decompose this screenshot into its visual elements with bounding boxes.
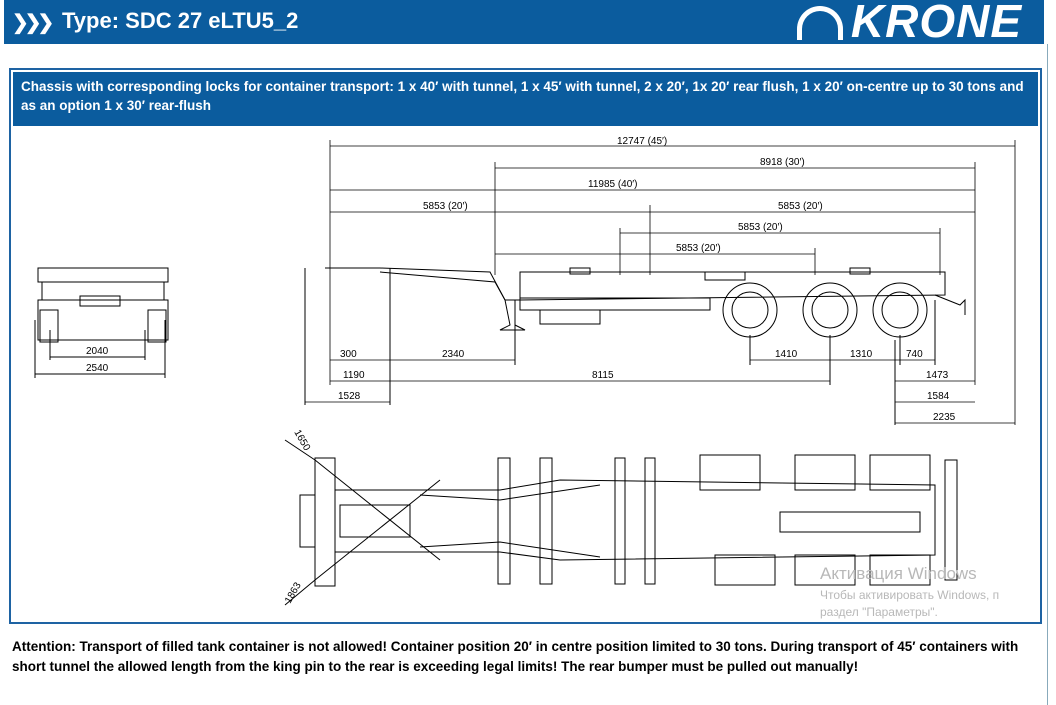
dim-8115: 8115 [592,370,614,381]
dim-12747: 12747 (45′) [617,136,667,147]
krone-logo: KRONE [796,0,1022,48]
attention-note: Attention: Transport of filled tank cont… [12,639,1019,674]
dim-1310: 1310 [850,349,873,360]
logo-mark-icon [796,5,843,40]
side-view-trailer [304,267,966,425]
dim-1650: 1650 [291,428,312,453]
dim-2540: 2540 [86,363,109,374]
dim-5853-d: 5853 (20′) [676,243,721,254]
dim-2235: 2235 [933,412,956,423]
dim-2340: 2340 [442,349,465,360]
header-bar: ❯❯❯ Type: SDC 27 eLTU5_2 KRONE [4,0,1044,47]
dim-1473: 1473 [926,370,949,381]
frame-edge [1047,44,1054,705]
dim-1190: 1190 [343,370,365,381]
dim-1863: 1863 [283,580,304,605]
logo-text: KRONE [850,0,1022,47]
windows-activation-text-2: раздел "Параметры". [820,605,938,619]
dim-1410: 1410 [775,349,798,360]
dim-2040: 2040 [86,346,109,357]
dim-1584: 1584 [927,391,950,402]
dim-5853-a: 5853 (20′) [423,201,468,212]
plan-view-chassis [284,439,958,606]
drawing-box [9,68,1042,624]
dim-740: 740 [906,349,923,360]
front-view-trailer [34,267,169,378]
windows-activation-text: Чтобы активировать Windows, п [820,588,1000,602]
dim-1528: 1528 [338,391,361,402]
dim-8918: 8918 (30′) [760,157,805,168]
page-title: Type: SDC 27 eLTU5_2 [62,8,299,33]
dim-11985: 11985 (40′) [588,179,638,190]
windows-activation-title: Активация Windows [820,564,977,583]
chevrons-icon: ❯❯❯ [12,12,54,34]
dim-300: 300 [340,349,357,360]
bottom-dimension-lines [305,275,1015,424]
dim-5853-c: 5853 (20′) [738,222,783,233]
dim-5853-b: 5853 (20′) [778,201,823,212]
description-band: Chassis with corresponding locks for con… [13,72,1038,126]
top-dimension-lines [329,140,1016,425]
